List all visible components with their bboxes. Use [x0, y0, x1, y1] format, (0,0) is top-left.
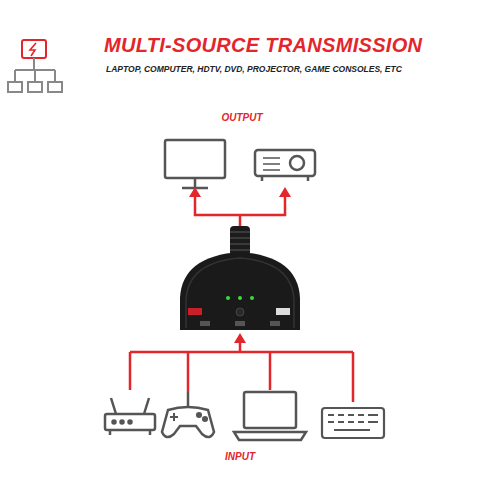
- section-label: INPUT: [225, 451, 255, 462]
- router-icon: [105, 398, 155, 435]
- section-label: OUTPUT: [221, 112, 262, 123]
- label-slot: INPUT: [225, 451, 255, 462]
- keyboard-icon: [322, 408, 384, 438]
- output-arrows: [189, 187, 291, 230]
- laptop-icon: [234, 392, 306, 440]
- label-slot: LAPTOP, COMPUTER, HDTV, DVD, PROJECTOR, …: [106, 64, 402, 74]
- hdmi-switch: [180, 226, 300, 330]
- monitor-icon: [165, 140, 225, 188]
- network-icon: [8, 40, 62, 92]
- diagram-title: MULTI-SOURCE TRANSMISSION: [104, 34, 422, 57]
- projector-icon: [255, 150, 315, 181]
- label-slot: OUTPUT: [221, 112, 262, 123]
- gamepad-icon: [162, 392, 214, 437]
- input-arrows: [130, 333, 353, 402]
- title-slot: MULTI-SOURCE TRANSMISSION: [104, 34, 422, 57]
- subtitle-label: LAPTOP, COMPUTER, HDTV, DVD, PROJECTOR, …: [106, 64, 402, 74]
